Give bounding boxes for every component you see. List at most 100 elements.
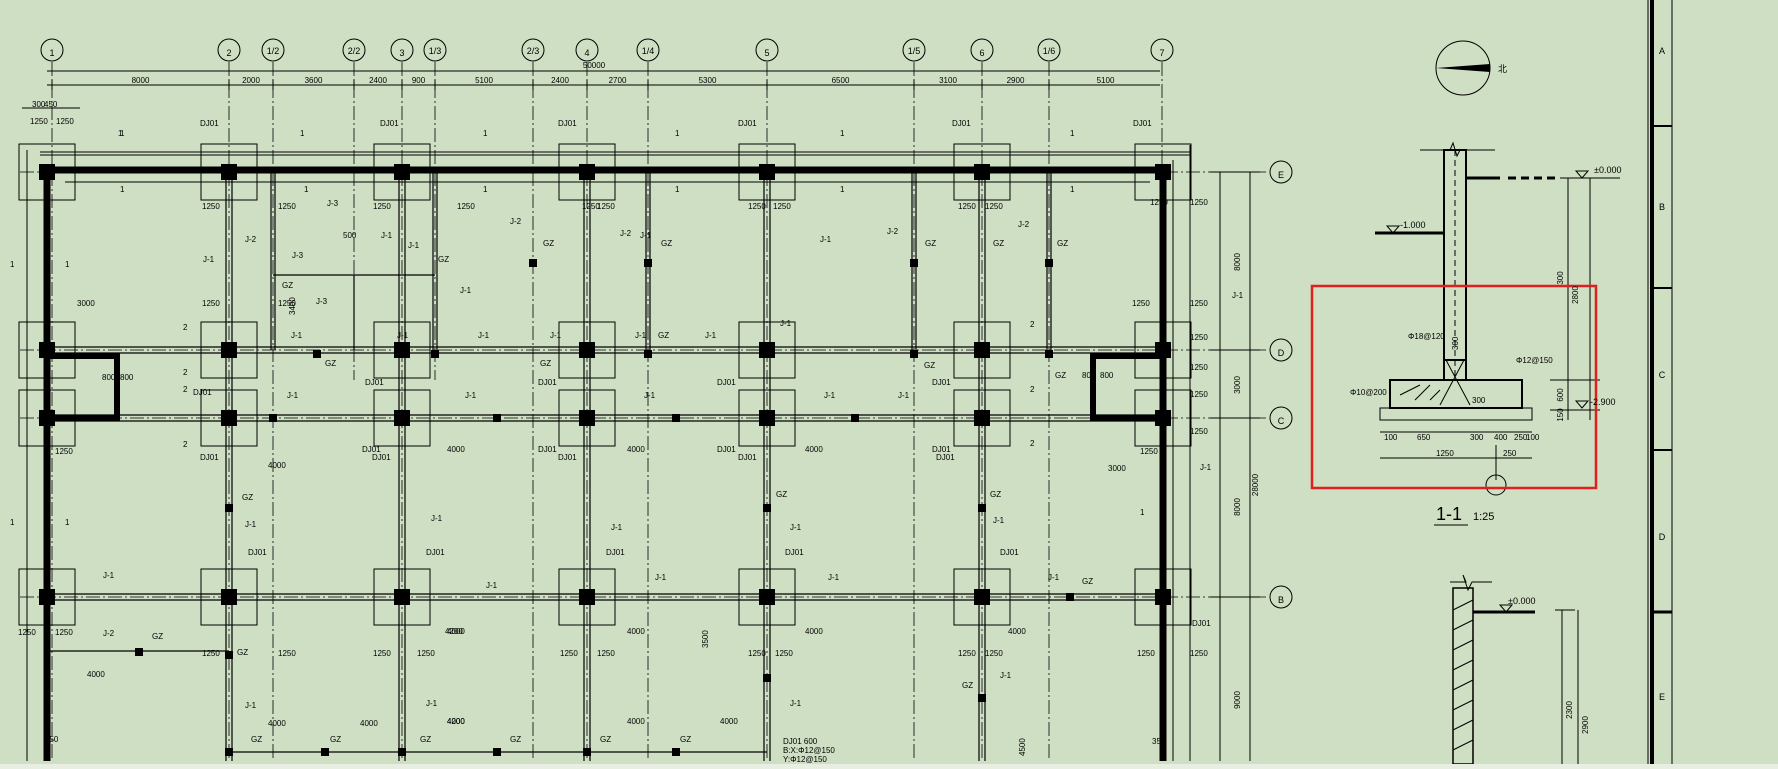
dim-500: 500: [343, 231, 357, 240]
footing-pad: [953, 143, 1011, 201]
dim-1250: 1250: [1150, 198, 1168, 207]
column: [763, 504, 771, 512]
section-wall-dim: 300: [1451, 336, 1460, 350]
column-tag-gz: GZ: [152, 632, 163, 641]
dim-1250: 1250: [55, 447, 73, 456]
footing-tag-j1: J-1: [465, 391, 477, 400]
axis-label: 1/4: [642, 46, 655, 56]
column: [221, 164, 237, 180]
dim-1250: 1250: [597, 202, 615, 211]
footing-tag-j1: J-1: [993, 516, 1005, 525]
column: [644, 259, 652, 267]
footing-tag-dj01: DJ01: [538, 445, 557, 454]
dim-1250: 1250: [560, 649, 578, 658]
footing-tag-j1: J-1: [103, 571, 115, 580]
dim-800: 800: [1082, 371, 1096, 380]
footing-pad: [738, 568, 796, 626]
section-bottom-dim: 300: [1470, 433, 1484, 442]
footing-tag-dj01: DJ01: [717, 378, 736, 387]
column: [1045, 350, 1053, 358]
title-block-row: D: [1659, 532, 1666, 542]
column: [529, 259, 537, 267]
dim-1250: 1250: [1140, 447, 1158, 456]
column-tag-gz: GZ: [540, 359, 551, 368]
footing-tag-j1: J-1: [655, 573, 667, 582]
column: [672, 414, 680, 422]
section-bottom-dim: 650: [1417, 433, 1431, 442]
footing-tag-j1: J-1: [780, 319, 792, 328]
footing-tag-dj01: DJ01: [426, 548, 445, 557]
dim-1250: 1250: [1137, 649, 1155, 658]
dim-800: 800: [120, 373, 134, 382]
column-tag-gz: GZ: [251, 735, 262, 744]
dim-4000: 4000: [447, 445, 465, 454]
footing-tag-j1: J-1: [705, 331, 717, 340]
title-block-row: B: [1659, 202, 1665, 212]
footing-tag-j3: J-3: [316, 297, 328, 306]
dim-1250: 1250: [748, 202, 766, 211]
footing-pad: [558, 389, 616, 447]
footing-tag-dj01: DJ01: [952, 119, 971, 128]
axis-bubble: [1269, 160, 1293, 184]
footing-tag-j2: J-2: [245, 235, 257, 244]
axis-label: 6: [979, 48, 984, 58]
dim-1250: 1250: [748, 649, 766, 658]
right-dim: 28000: [1251, 473, 1260, 496]
footing-tag-j2: J-2: [887, 227, 899, 236]
column-tag-gz: GZ: [962, 681, 973, 690]
footing-tag-j1: J-1: [397, 331, 409, 340]
column-tag-gz: GZ: [438, 255, 449, 264]
dim-1250: 1250: [985, 202, 1003, 211]
top-small-dim: 1250: [56, 117, 74, 126]
dj01-note: B:X:Φ12@150: [783, 746, 835, 755]
axis-label: 1: [49, 48, 54, 58]
dim-1250: 1250: [278, 202, 296, 211]
dim-1250: 1250: [417, 649, 435, 658]
axis-bubble: [575, 38, 599, 62]
column: [431, 350, 439, 358]
footing-tag-j1: J-1: [287, 391, 299, 400]
dim-4000: 4000: [805, 445, 823, 454]
footing-tag-dj01: DJ01: [606, 548, 625, 557]
axis-label: 5: [764, 48, 769, 58]
column: [39, 410, 55, 426]
column: [221, 589, 237, 605]
column: [763, 674, 771, 682]
top-span-label: 2700: [609, 76, 627, 85]
top-span-label: 3100: [939, 76, 957, 85]
column: [759, 410, 775, 426]
footing-tag-j1: J-1: [635, 331, 647, 340]
section-mark-1: 1: [120, 185, 125, 194]
column: [910, 259, 918, 267]
section-mark-1: 1: [1070, 185, 1075, 194]
footing-tag-dj01: DJ01: [785, 548, 804, 557]
column: [974, 410, 990, 426]
dim-1250: 1250: [958, 649, 976, 658]
section-mark-1: 1: [118, 129, 123, 138]
column: [579, 589, 595, 605]
dim-1250: 1250: [597, 649, 615, 658]
footing-tag-j1: J-1: [790, 523, 802, 532]
section-mark-1: 1: [840, 185, 845, 194]
section-mark-1: 1: [675, 129, 680, 138]
dim-4000: 4000: [447, 717, 465, 726]
footing-pad: [1134, 568, 1192, 626]
column-tag-gz: GZ: [776, 490, 787, 499]
column: [974, 164, 990, 180]
section2-elev: ±0.000: [1508, 596, 1535, 606]
top-span-label: 2400: [369, 76, 387, 85]
section-mark-2: 2: [183, 440, 188, 449]
section-dim: 2800: [1571, 286, 1580, 304]
column-tag-gz: GZ: [925, 239, 936, 248]
column: [394, 410, 410, 426]
dim-1250: 1250: [373, 202, 391, 211]
column-tag-gz: GZ: [993, 239, 1004, 248]
compass-label: 北: [1498, 64, 1507, 74]
axis-bubble: [261, 38, 285, 62]
right-dim: 3000: [1233, 376, 1242, 394]
section-mark-1: 1: [483, 185, 488, 194]
dim-350: 350: [45, 735, 59, 744]
